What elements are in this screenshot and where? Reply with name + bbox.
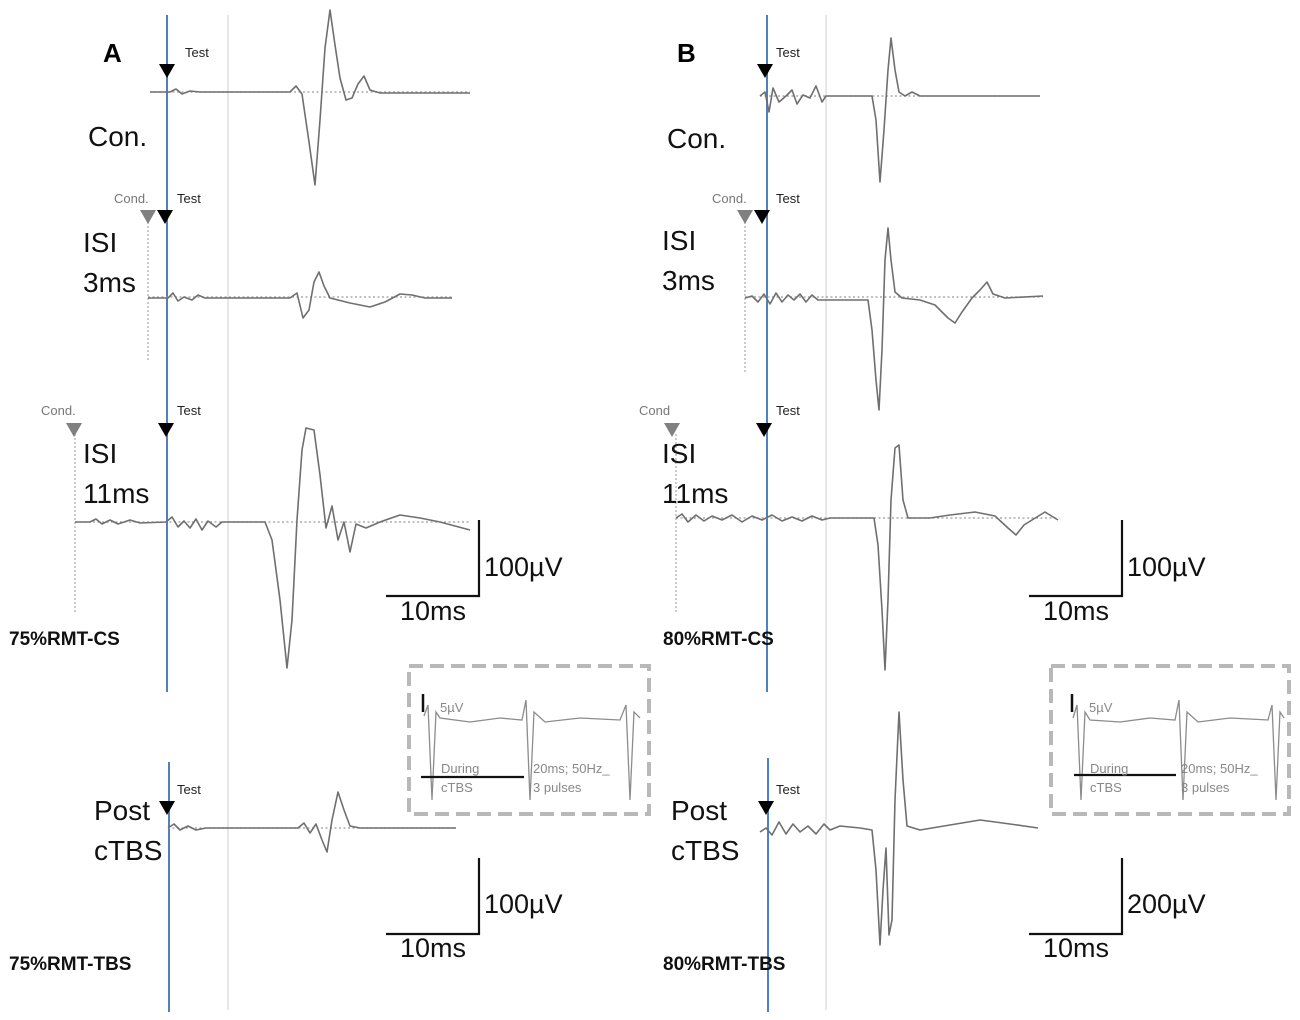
cond-marker [664, 423, 680, 437]
condition-label-line2: 3ms [83, 267, 136, 298]
panel-b-letter: B [677, 38, 696, 68]
condition-label-line2: 11ms [662, 478, 728, 509]
time-label: 10ms [400, 596, 466, 626]
test-label: Test [776, 403, 800, 418]
condition-label-line2: cTBS [671, 835, 739, 866]
inset-frame [1049, 664, 1291, 816]
cond-label: Cond. [41, 403, 76, 418]
test-label: Test [776, 191, 800, 206]
panel-a-intensity-cs-label: 75%RMT-CS [9, 629, 120, 650]
test-label: Test [776, 782, 800, 797]
test-marker [756, 423, 772, 437]
time-label: 10ms [1043, 596, 1109, 626]
condition-label-line1: ISI [662, 225, 696, 256]
condition-label: Con. [88, 121, 147, 152]
test-marker [157, 210, 173, 224]
panel-b-intensity-cs-label: 80%RMT-CS [663, 629, 774, 650]
condition-label-line1: ISI [662, 438, 696, 469]
condition-label-line1: Post [671, 795, 727, 826]
inset-amplitude-label: 5µV [1089, 700, 1113, 715]
condition-label-line1: Post [94, 795, 150, 826]
test-marker [159, 801, 175, 815]
inset-during-label-line2: cTBS [1090, 780, 1122, 795]
panel-a-scalebar-cs: 100µV 10ms [386, 520, 563, 626]
panel-a-scalebar-tbs: 100µV 10ms [386, 858, 563, 963]
mep-trace [148, 271, 452, 319]
test-marker [158, 423, 174, 437]
panel-b-intensity-tbs-label: 80%RMT-TBS [663, 954, 785, 975]
mep-trace [167, 791, 456, 853]
mep-trace [675, 444, 1059, 671]
amplitude-label: 100µV [1127, 552, 1206, 582]
test-marker [159, 64, 175, 78]
amplitude-label: 200µV [1127, 889, 1206, 919]
test-label: Test [177, 403, 201, 418]
inset-during-label-line1: During [1090, 761, 1128, 776]
panel-a: A Test Con. Cond. Test ISI 3ms Cond. [9, 9, 651, 1012]
condition-label-line2: 3ms [662, 265, 715, 296]
inset-trace [1072, 699, 1285, 801]
test-marker [758, 801, 774, 815]
panel-b: B Test Con. Cond. Test ISI 3ms Cond [639, 15, 1291, 1012]
inset-trace [423, 699, 641, 801]
condition-label-line2: 11ms [83, 478, 149, 509]
panel-a-row-post-ctbs: Test Post cTBS [94, 782, 456, 866]
mep-trace [150, 9, 470, 186]
test-label: Test [177, 191, 201, 206]
inset-params-line2: 3 pulses [533, 780, 582, 795]
mep-trace [744, 227, 1044, 411]
panel-b-row-isi-11ms: Cond Test ISI 11ms [639, 403, 1059, 671]
test-label: Test [776, 45, 800, 60]
panel-a-intensity-tbs-label: 75%RMT-TBS [9, 954, 131, 975]
inset-amplitude-label: 5µV [440, 700, 464, 715]
inset-during-label-line2: cTBS [441, 780, 473, 795]
panel-a-row-isi-11ms: Cond. Test ISI 11ms [41, 403, 471, 669]
inset-params-line1: 20ms; 50Hz_ [1181, 761, 1258, 776]
amplitude-label: 100µV [484, 889, 563, 919]
scalebar [386, 858, 481, 936]
panel-b-ctbs-inset: 5µV During cTBS 20ms; 50Hz_ 3 pulses [1049, 664, 1291, 816]
inset-frame [407, 664, 651, 816]
test-label: Test [185, 45, 209, 60]
scalebar [1029, 858, 1124, 936]
cond-marker [737, 210, 753, 224]
cond-label: Cond. [114, 191, 149, 206]
cond-marker [66, 423, 82, 437]
test-marker [757, 64, 773, 78]
condition-label-line2: cTBS [94, 835, 162, 866]
panel-a-letter: A [103, 38, 122, 68]
scalebar [1029, 520, 1124, 598]
inset-during-label-line1: During [441, 761, 479, 776]
condition-label-line1: ISI [83, 227, 117, 258]
cond-label: Cond. [712, 191, 747, 206]
time-label: 10ms [1043, 933, 1109, 963]
amplitude-label: 100µV [484, 552, 563, 582]
cond-label: Cond [639, 403, 670, 418]
test-label: Test [177, 782, 201, 797]
inset-params-line2: 3 pulses [1181, 780, 1230, 795]
mep-trace [759, 37, 1040, 183]
mep-trace [75, 427, 471, 669]
panel-b-row-control: Test Con. [667, 37, 1040, 183]
inset-params-line1: 20ms; 50Hz_ [533, 761, 610, 776]
time-label: 10ms [400, 933, 466, 963]
panel-b-scalebar-cs: 100µV 10ms [1029, 520, 1206, 626]
panel-b-scalebar-tbs: 200µV 10ms [1029, 858, 1206, 963]
panel-b-row-isi-3ms: Cond. Test ISI 3ms [662, 191, 1044, 411]
mep-trace [759, 711, 1039, 946]
test-marker [754, 210, 770, 224]
condition-label-line1: ISI [83, 438, 117, 469]
panel-a-ctbs-inset: 5µV During cTBS 20ms; 50Hz_ 3 pulses [407, 664, 651, 816]
cond-marker [140, 210, 156, 224]
panel-a-row-isi-3ms: Cond. Test ISI 3ms [83, 191, 452, 362]
panel-b-row-post-ctbs: Test Post cTBS [671, 711, 1039, 946]
scalebar [386, 520, 481, 598]
condition-label: Con. [667, 123, 726, 154]
panel-a-row-control: Test Con. [88, 9, 470, 186]
